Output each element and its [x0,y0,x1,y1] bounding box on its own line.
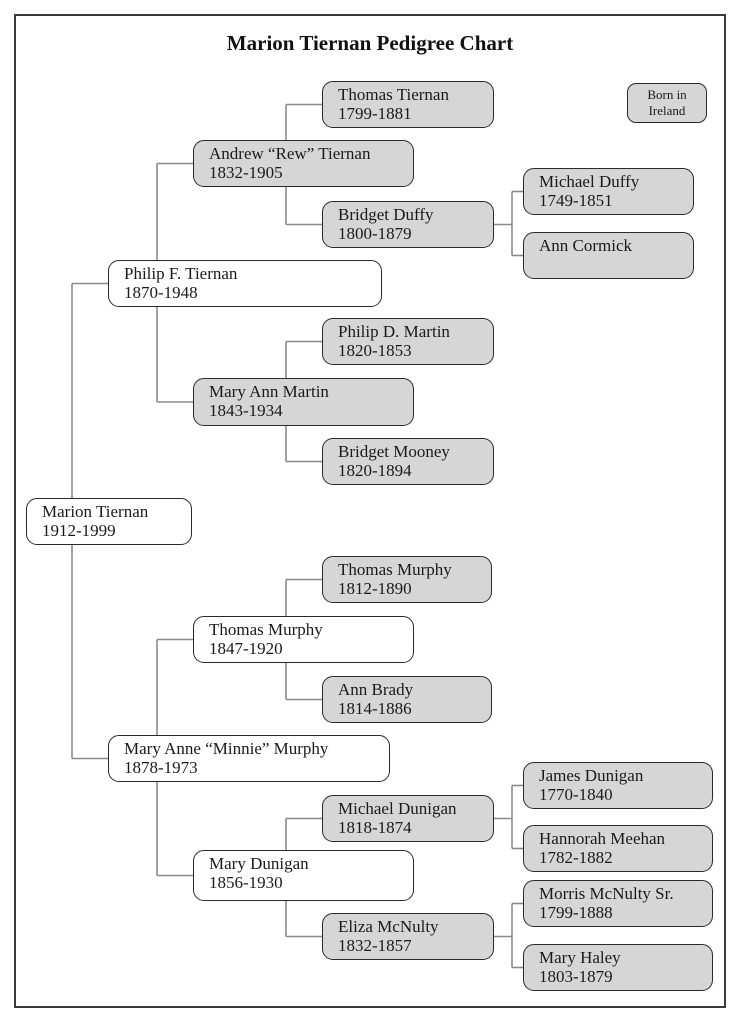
person-dates: 1820-1853 [338,341,412,360]
person-dates: 1749-1851 [539,191,613,210]
person-name: Eliza McNulty [338,917,439,936]
person-name: Mary Ann Martin [209,382,329,401]
person-dates: 1800-1879 [338,224,412,243]
legend-line-1: Born in [647,87,687,102]
person-dates: 1856-1930 [209,873,283,892]
person-name: Hannorah Meehan [539,829,666,848]
person-dates: 1832-1857 [338,936,412,955]
person-name: Andrew “Rew” Tiernan [209,144,371,163]
person-name: James Dunigan [539,766,644,785]
legend-box: Born in Ireland [627,83,707,123]
person-name: Marion Tiernan [42,502,149,521]
person-name: Michael Dunigan [338,799,457,818]
person-name: Thomas Murphy [338,560,452,579]
person-dates: 1843-1934 [209,401,283,420]
person-name: Morris McNulty Sr. [539,884,674,903]
person-dates: 1820-1894 [338,461,412,480]
person-dates: 1799-1881 [338,104,412,123]
chart-title: Marion Tiernan Pedigree Chart [226,31,514,55]
person-dates: 1814-1886 [338,699,412,718]
chart-frame [14,14,726,1008]
person-dates: 1812-1890 [338,579,412,598]
person-box-ann-cormick: Ann Cormick [523,232,694,279]
person-name: Mary Dunigan [209,854,309,873]
person-dates: 1803-1879 [539,967,613,986]
person-dates: 1912-1999 [42,521,116,540]
person-name: Bridget Mooney [338,442,450,461]
person-name: Thomas Murphy [209,620,323,639]
person-dates: 1878-1973 [124,758,198,777]
person-name: Michael Duffy [539,172,640,191]
person-box-morris: Morris McNulty Sr.1799-1888 [523,880,713,927]
person-dates: 1818-1874 [338,818,412,837]
person-dates: 1799-1888 [539,903,613,922]
person-name: Bridget Duffy [338,205,434,224]
person-name: Thomas Tiernan [338,85,449,104]
person-name: Ann Brady [338,680,414,699]
person-name: Mary Haley [539,948,621,967]
person-dates: 1870-1948 [124,283,198,302]
person-name: Mary Anne “Minnie” Murphy [124,739,329,758]
person-dates: 1770-1840 [539,785,613,804]
person-dates: 1782-1882 [539,848,613,867]
legend-line-2: Ireland [648,103,686,118]
person-dates: 1847-1920 [209,639,283,658]
person-dates: 1832-1905 [209,163,283,182]
person-name: Ann Cormick [539,236,633,255]
person-name: Philip D. Martin [338,322,450,341]
person-name: Philip F. Tiernan [124,264,238,283]
